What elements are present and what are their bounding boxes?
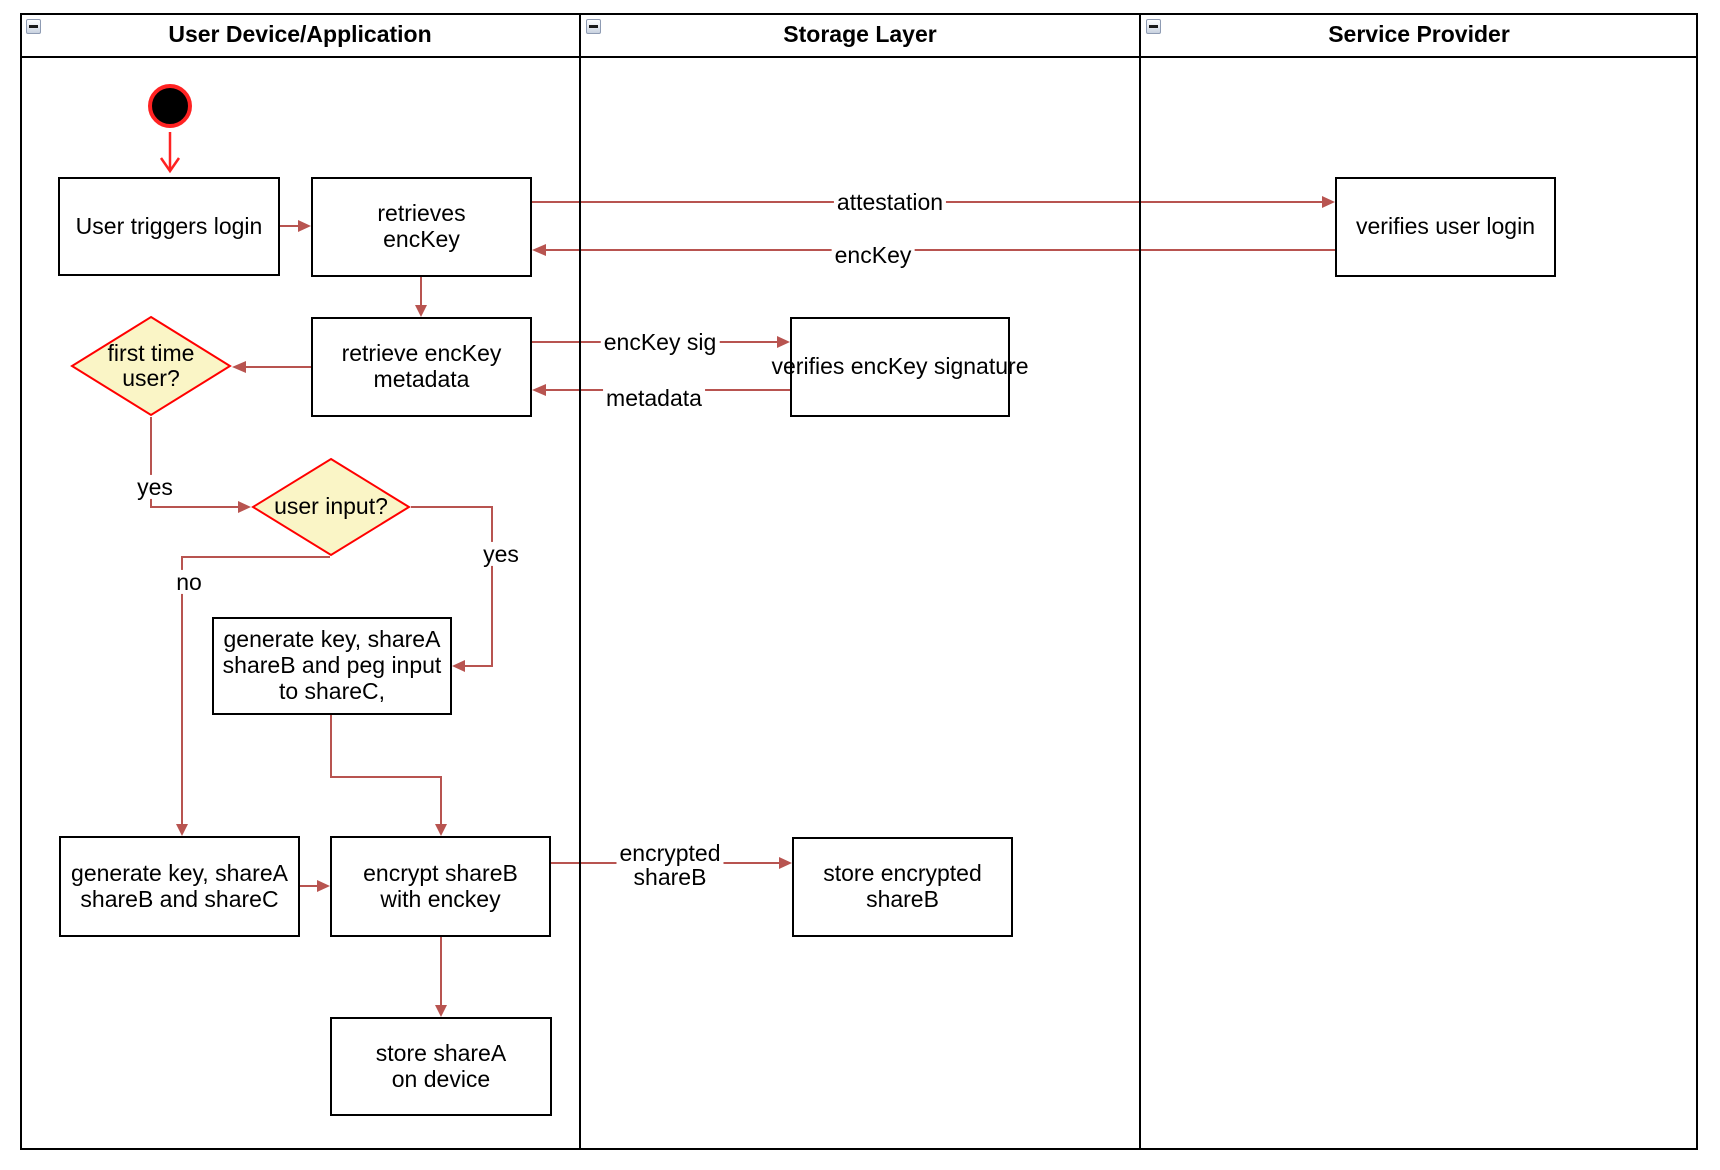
node-store-encrypted-shareb[interactable]: store encrypted shareB bbox=[792, 837, 1013, 937]
node-user-triggers-login[interactable]: User triggers login bbox=[58, 177, 280, 276]
collapse-lane-button-3[interactable] bbox=[1146, 19, 1161, 34]
lane-header-service-provider[interactable]: Service Provider bbox=[1140, 13, 1698, 56]
lane-header-user-device[interactable]: User Device/Application bbox=[20, 13, 580, 56]
node-label: encrypt shareB with enckey bbox=[363, 859, 518, 912]
node-generate-key-peg-input[interactable]: generate key, shareA shareB and peg inpu… bbox=[212, 617, 452, 715]
decision-first-time-user[interactable]: first time user? bbox=[70, 315, 232, 417]
lane-title-text: Service Provider bbox=[1328, 21, 1510, 47]
node-retrieves-enckey[interactable]: retrieves encKey bbox=[311, 177, 532, 277]
edge-label-encrypted-shareb[interactable]: encrypted shareB bbox=[616, 841, 724, 889]
edge-label-metadata[interactable]: metadata bbox=[603, 386, 705, 410]
lane-header-storage-layer[interactable]: Storage Layer bbox=[580, 13, 1140, 56]
node-retrieve-enckey-metadata[interactable]: retrieve encKey metadata bbox=[311, 317, 532, 417]
collapse-lane-button-1[interactable] bbox=[26, 19, 41, 34]
node-label: retrieves encKey bbox=[377, 200, 466, 252]
node-label: retrieve encKey metadata bbox=[341, 340, 502, 392]
lane-separator-1 bbox=[579, 13, 581, 1150]
lane-title-text: User Device/Application bbox=[168, 21, 432, 47]
node-generate-key-sharec[interactable]: generate key, shareA shareB and shareC bbox=[59, 836, 300, 937]
diamond-shape bbox=[70, 315, 232, 417]
header-separator bbox=[20, 56, 1698, 58]
edge-firsttime-yes bbox=[150, 417, 240, 508]
edge-userinput-no bbox=[181, 556, 330, 825]
node-label: generate key, shareA shareB and peg inpu… bbox=[222, 626, 442, 704]
node-encrypt-shareb[interactable]: encrypt shareB with enckey bbox=[330, 836, 551, 937]
edge-label-user-input-yes[interactable]: yes bbox=[480, 542, 522, 566]
decision-label: user input? bbox=[274, 493, 388, 520]
initial-node[interactable] bbox=[148, 84, 192, 128]
node-verifies-enckey-signature[interactable]: verifies encKey signature bbox=[772, 317, 1028, 417]
decision-label: first time user? bbox=[107, 339, 195, 391]
lane-separator-2 bbox=[1139, 13, 1141, 1150]
node-label: store shareA on device bbox=[375, 1039, 507, 1092]
node-label: verifies user login bbox=[1356, 213, 1535, 240]
decision-user-input[interactable]: user input? bbox=[251, 457, 411, 557]
node-label: User triggers login bbox=[75, 212, 263, 239]
node-verifies-user-login[interactable]: verifies user login bbox=[1335, 177, 1556, 277]
edge-label-attestation[interactable]: attestation bbox=[833, 190, 947, 214]
lane-title-text: Storage Layer bbox=[783, 21, 937, 47]
edge-userinput-yes bbox=[411, 506, 493, 667]
collapse-lane-button-2[interactable] bbox=[586, 19, 601, 34]
start-arrowhead bbox=[159, 157, 181, 174]
edge-label-user-input-no[interactable]: no bbox=[173, 570, 205, 594]
diamond-shape bbox=[251, 457, 411, 557]
edge-label-enckey-sig[interactable]: encKey sig bbox=[600, 330, 720, 354]
edge-peg-to-encrypt bbox=[330, 715, 442, 825]
edge-label-enckey[interactable]: encKey bbox=[831, 243, 915, 267]
node-store-sharea[interactable]: store shareA on device bbox=[330, 1017, 552, 1116]
pool-frame bbox=[20, 13, 1698, 1150]
node-label: generate key, shareA shareB and shareC bbox=[71, 859, 288, 912]
node-label: verifies encKey signature bbox=[771, 353, 1029, 380]
node-label: store encrypted shareB bbox=[823, 860, 982, 912]
edge-label-first-time-yes[interactable]: yes bbox=[134, 475, 176, 499]
